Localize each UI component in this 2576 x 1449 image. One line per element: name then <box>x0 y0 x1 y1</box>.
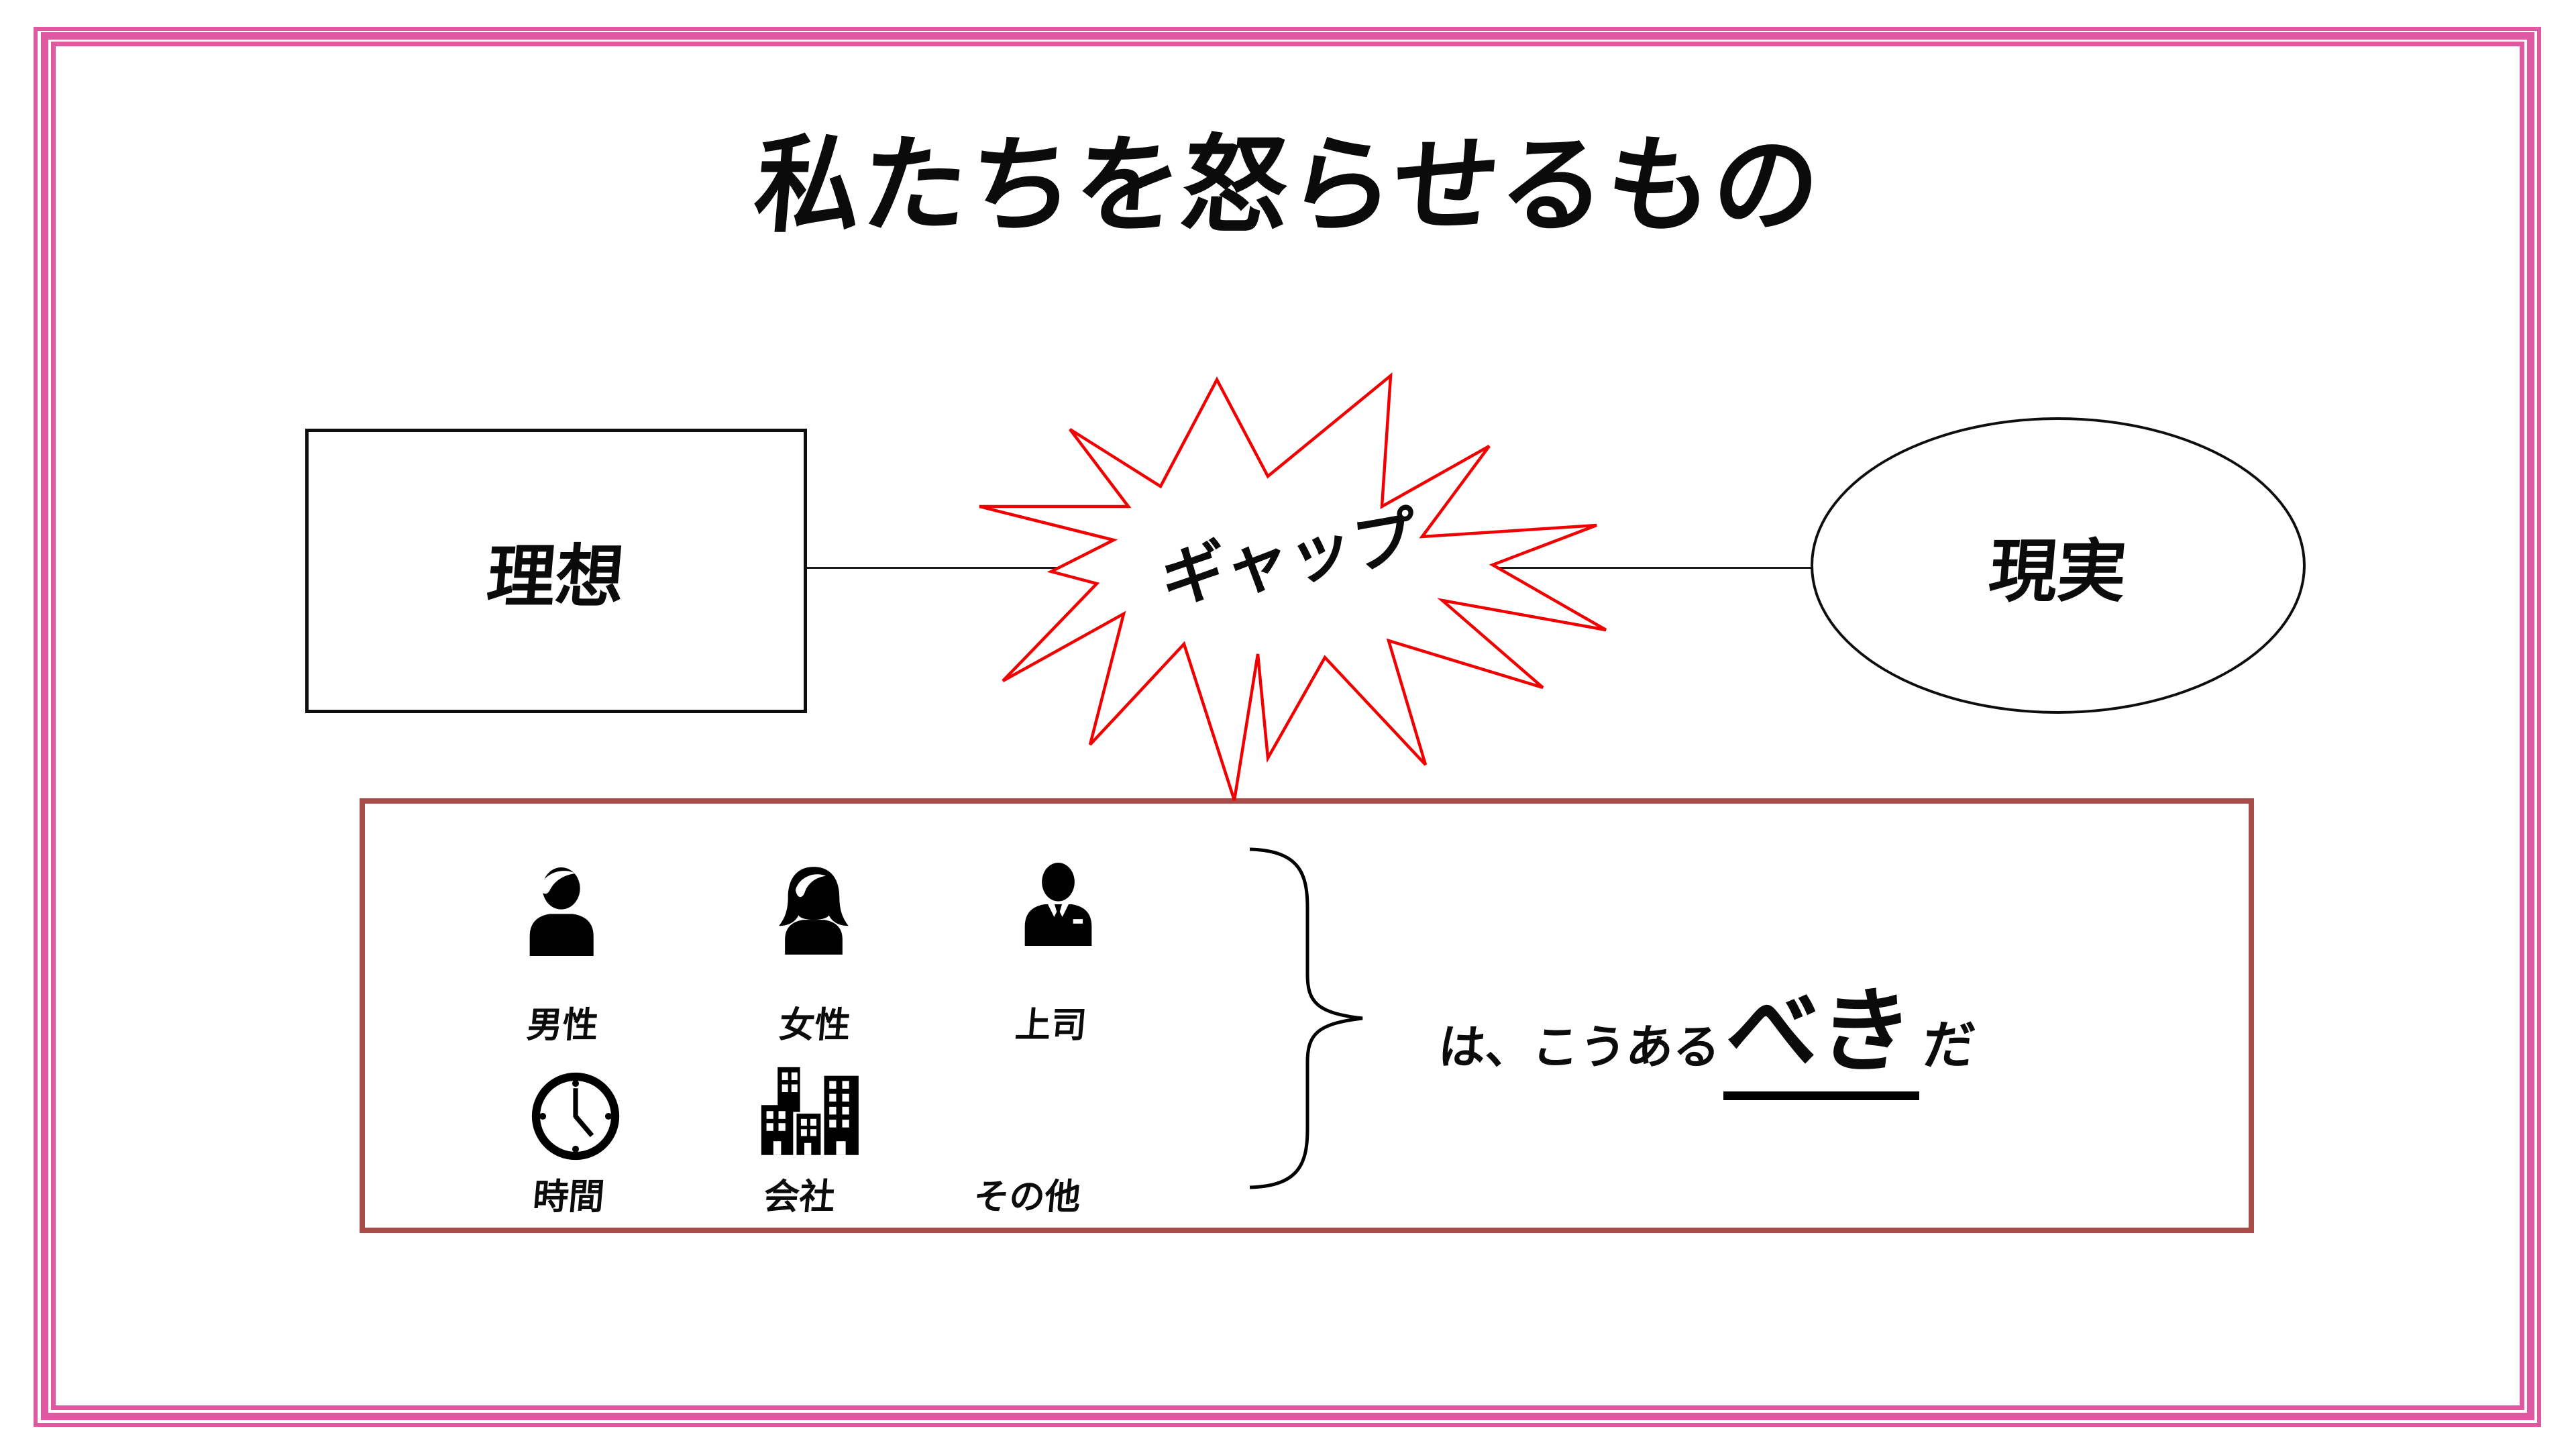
statement-suffix: だ <box>1920 1016 1978 1075</box>
ideal-box: 理想 <box>305 429 807 713</box>
clock-icon <box>531 1072 620 1161</box>
company-icon <box>761 1067 859 1155</box>
should-statement: は、こうある べき だ <box>1436 956 1978 1100</box>
explosion-shape <box>979 372 1607 801</box>
man-icon <box>529 867 594 956</box>
boss-icon <box>1024 863 1092 946</box>
page-title: 私たちを怒らせるもの <box>0 99 2576 253</box>
woman-icon <box>779 867 849 955</box>
curly-brace <box>1249 847 1363 1189</box>
factor-label-other: その他 <box>971 1177 1082 1217</box>
factor-label-female: 女性 <box>777 1006 853 1045</box>
reality-ellipse: 現実 <box>1811 417 2306 714</box>
factor-label-time: 時間 <box>531 1177 606 1217</box>
page-title-text: 私たちを怒らせるもの <box>749 127 1825 245</box>
reality-label: 現実 <box>1986 533 2130 610</box>
factors-box <box>360 798 2254 1233</box>
statement-prefix: は、こうある <box>1436 1021 1723 1073</box>
ideal-label: 理想 <box>484 538 628 615</box>
factor-label-company: 会社 <box>762 1177 837 1217</box>
factor-label-male: 男性 <box>525 1006 600 1045</box>
factor-label-boss: 上司 <box>1014 1006 1089 1045</box>
statement-emphasis-underlined: べき <box>1722 956 1920 1100</box>
